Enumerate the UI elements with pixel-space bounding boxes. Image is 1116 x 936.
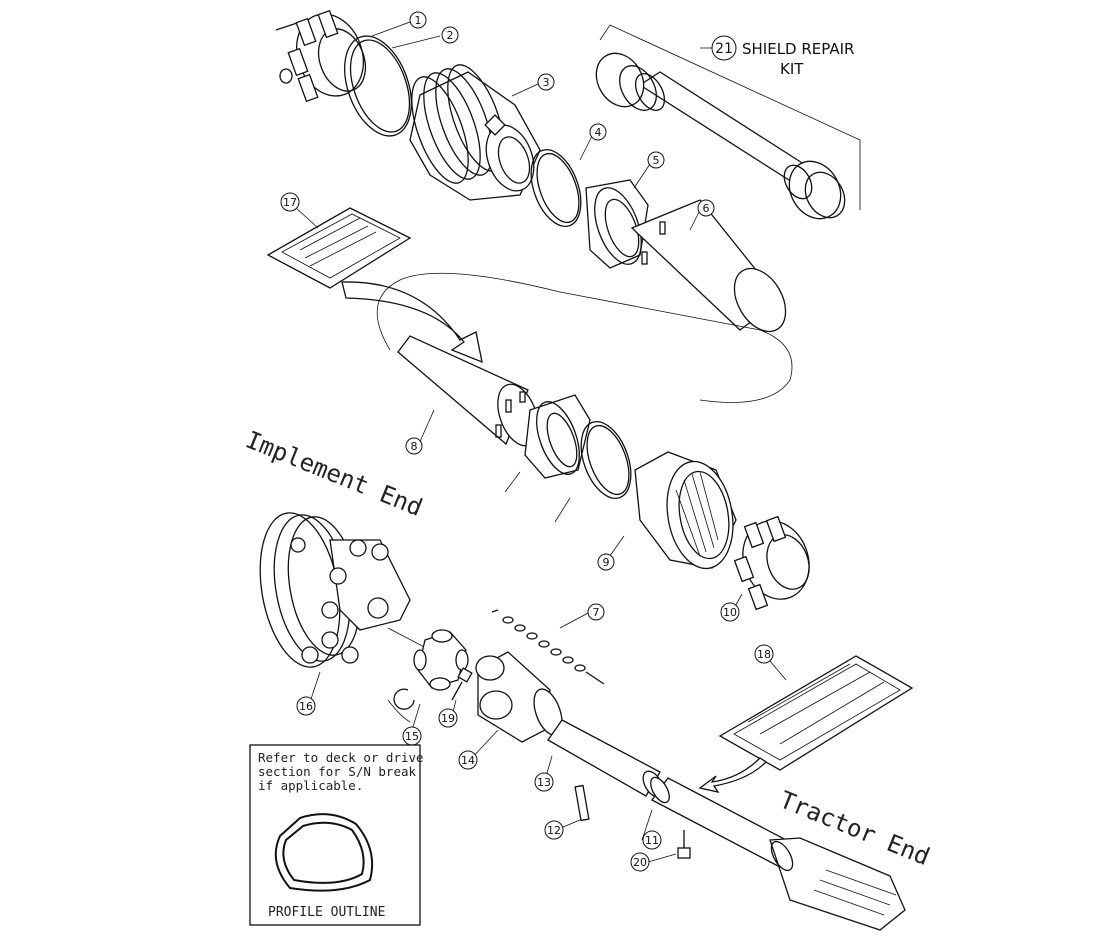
svg-text:4: 4	[595, 126, 602, 139]
part-11-outer-profile-tube	[650, 776, 791, 867]
svg-text:15: 15	[405, 730, 419, 743]
svg-text:21: 21	[715, 41, 733, 57]
install-arrow-decal-17	[341, 281, 483, 364]
svg-text:13: 13	[537, 776, 551, 789]
callout-17: 17	[280, 192, 300, 212]
callout-6: 6	[697, 199, 715, 217]
part-3-bearing-housing	[409, 64, 541, 201]
tractor-end-yoke	[769, 837, 906, 931]
part-4-ring-lower	[580, 421, 632, 499]
part-19-grease-zerk	[451, 667, 473, 701]
part-5-bearing-ring-lower	[524, 394, 591, 479]
callout-1: 1	[409, 11, 427, 29]
callout-3: 3	[537, 73, 555, 91]
svg-text:6: 6	[703, 202, 710, 215]
callout-15: 15	[402, 726, 422, 746]
callout-7: 7	[587, 603, 605, 621]
profile-outline-note: Refer to deck or drive section for S/N b…	[249, 744, 424, 926]
svg-text:20: 20	[633, 856, 647, 869]
svg-text:1: 1	[415, 14, 422, 27]
callout-20: 20	[630, 852, 650, 872]
part-14-inner-yoke	[475, 651, 563, 743]
part-4-ring-top	[530, 149, 582, 227]
implement-end-label: Implement End	[242, 426, 427, 522]
callout-4: 4	[589, 123, 607, 141]
callout-19: 19	[438, 708, 458, 728]
shield-repair-kit-label-line2: KIT	[780, 60, 804, 78]
svg-text:5: 5	[653, 154, 660, 167]
callout-5: 5	[647, 151, 665, 169]
part-7-safety-chain	[491, 609, 605, 685]
part-20-grease-zerk	[677, 830, 691, 859]
part-6-shield-tube-top	[630, 199, 787, 333]
callout-18: 18	[754, 644, 774, 664]
callout-9: 9	[597, 553, 615, 571]
svg-text:19: 19	[441, 712, 455, 725]
callout-12: 12	[544, 820, 564, 840]
part-9-shield-cone	[634, 451, 737, 570]
part-15-cross-and-bearing-kit	[387, 629, 469, 723]
part-16-slip-clutch	[259, 512, 411, 668]
note-line-3: if applicable.	[258, 778, 363, 793]
callout-16: 16	[296, 696, 316, 716]
svg-text:8: 8	[411, 440, 418, 453]
svg-text:9: 9	[603, 556, 610, 569]
svg-text:10: 10	[723, 606, 737, 619]
callout-2: 2	[441, 26, 459, 44]
part-10-bearing-cage-lower	[733, 515, 810, 611]
svg-text:14: 14	[461, 754, 475, 767]
shield-swoop-outline	[376, 272, 793, 403]
svg-text:11: 11	[645, 834, 659, 847]
part-18-warning-decal	[718, 655, 914, 771]
part-2-retaining-ring	[344, 35, 412, 137]
callout-8: 8	[405, 437, 423, 455]
callout-13: 13	[534, 772, 554, 792]
note-line-1: Refer to deck or drive	[258, 750, 424, 765]
svg-text:2: 2	[447, 29, 454, 42]
callout-14: 14	[458, 750, 478, 770]
part-5-bearing-ring-top	[585, 179, 649, 269]
shield-repair-kit-label: SHIELD REPAIR	[742, 40, 854, 58]
part-8-shield-tube-middle	[397, 335, 539, 447]
svg-text:16: 16	[299, 700, 313, 713]
callout-10: 10	[720, 602, 740, 622]
svg-text:7: 7	[593, 606, 600, 619]
callout-21: 21	[711, 35, 737, 61]
svg-text:12: 12	[547, 824, 561, 837]
profile-outline-caption: PROFILE OUTLINE	[268, 905, 385, 920]
profile-outline-shape	[274, 813, 374, 892]
svg-text:18: 18	[757, 648, 771, 661]
svg-text:3: 3	[543, 76, 550, 89]
part-17-warning-decal	[266, 207, 412, 289]
svg-text:17: 17	[283, 196, 297, 209]
note-line-2: section for S/N break	[258, 764, 417, 779]
part-13-inner-profile-tube	[547, 719, 664, 798]
callouts: 1 2 3 4 5 6 7 8 9 10 11 12 13 14 15 16 1…	[280, 11, 774, 872]
part-12-roll-pin	[574, 784, 590, 822]
callout-11: 11	[642, 830, 662, 850]
part-1-bearing-cage	[275, 9, 367, 103]
part-21-shield-repair-kit	[595, 24, 861, 220]
install-arrow-decal-18	[698, 757, 768, 793]
